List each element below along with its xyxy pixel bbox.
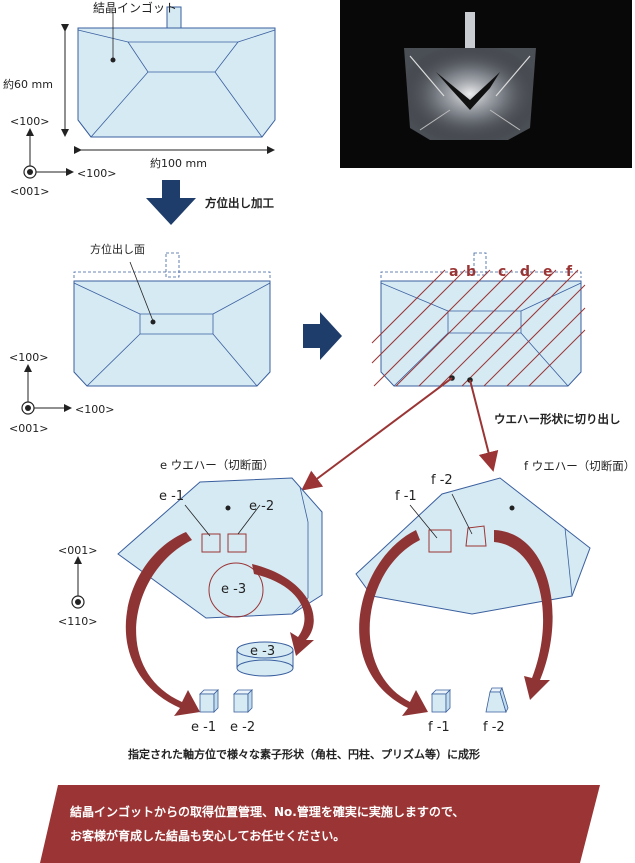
wafer-letter-e: e [543,264,553,280]
width-label: 約100 mm [150,157,207,170]
orient-face-pointer [129,261,154,322]
e2-prism [233,689,253,713]
e1-piece-outline [201,533,221,553]
e2-piece-outline [227,533,247,553]
wafer-letter-a: a [449,264,459,280]
axis-set-c [71,556,85,609]
e3-label: e -3 [221,582,247,597]
wafer-letter-d: d [520,264,531,280]
f2-piece-outline [465,525,487,547]
cut-wafer-label: ウエハー形状に切り出し [494,412,621,426]
f-curved-arrow-left [359,530,428,716]
f2-label: f -2 [431,473,453,488]
ingot-sliced [380,252,582,387]
wafer-letter-c: c [498,264,507,280]
e1-prism [199,689,219,713]
orient-step-label: 方位出し加工 [205,196,274,210]
axis-b-up: <100> [9,351,49,364]
wafer-letter-b: b [466,264,477,280]
crystal-photo-illustration [404,12,536,140]
f-wafer-title: f ウエハー（切断面） [524,459,635,473]
e1-label: e -1 [159,489,185,504]
axis-c-out: <110> [58,615,98,628]
e3-disk-label: e -3 [250,644,276,659]
f-curved-arrow-right [494,530,553,700]
banner-shape [40,785,600,863]
axis-b-right: <100> [75,403,115,416]
e2-label: e -2 [249,499,275,514]
process-arrow-down [146,180,196,225]
ingot-photo [340,0,632,168]
e-wafer-title: e ウエハー（切断面） [160,458,275,472]
e3-disk [236,641,294,677]
f1-prism [431,689,451,713]
cut-lines [371,269,586,387]
caption: 指定された軸方位で様々な素子形状（角柱、円柱、プリズム等）に成形 [128,748,480,761]
height-label: 約60 mm [3,78,53,91]
axis-b-out: <001> [9,422,49,435]
axis-c-up: <001> [58,544,98,557]
e-curved-arrow-right [252,564,314,656]
axis-a-right: <100> [77,167,117,180]
f1-piece-outline [428,529,452,553]
e1-output-label: e -1 [191,720,217,735]
axis-set-a [23,128,74,179]
ingot-oriented [73,252,271,387]
orient-face-label: 方位出し面 [90,243,145,256]
ingot-top [77,6,276,138]
axis-a-up: <100> [10,115,50,128]
f2-output-label: f -2 [483,720,505,735]
banner-line-1: 結晶インゴットからの取得位置管理、No.管理を確実に実施しますので、 [70,805,465,819]
axis-set-b [21,364,72,415]
e2-output-label: e -2 [230,720,256,735]
f2-prism [485,686,509,714]
e-curved-arrow-left [125,532,200,716]
f1-label: f -1 [395,489,417,504]
ingot-label: 結晶インゴット [93,1,178,15]
axis-a-out: <001> [10,185,50,198]
f1-output-label: f -1 [428,720,450,735]
banner-line-2: お客様が育成した結晶も安心してお任せください。 [70,829,346,843]
e3-piece-outline [208,562,264,618]
process-arrow-right [303,312,342,360]
arrow-to-f-wafer [469,379,499,472]
wafer-letter-f: f [566,264,573,280]
arrow-to-e-wafer [301,377,453,491]
